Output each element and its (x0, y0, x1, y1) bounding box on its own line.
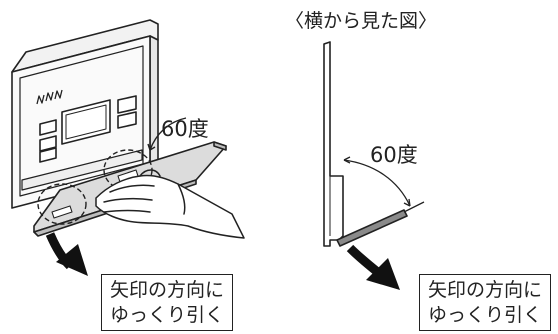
side-view-title: 〈横から見た図〉 (285, 10, 437, 32)
pull-direction-arrow-left (45, 232, 88, 276)
caption-box-left: 矢印の方向に ゆっくり引く (101, 274, 234, 331)
hinge-circle-left (37, 183, 87, 225)
angle-label-right: 60度 (370, 143, 418, 167)
brand-logo (36, 89, 63, 105)
controller-side-profile (323, 41, 344, 247)
hand-illustration (95, 169, 245, 239)
angle-indicator-left (147, 117, 187, 151)
caption-left-line1: 矢印の方向に (110, 279, 225, 301)
button-left-mid (39, 135, 57, 152)
pull-direction-arrow-right (346, 244, 400, 290)
button-left-top (39, 119, 57, 136)
button-right (117, 95, 137, 114)
angle-indicator-right (343, 156, 425, 213)
button-left-low (39, 147, 57, 163)
lcd-display (61, 99, 111, 145)
controller-side-view (323, 41, 408, 247)
caption-left-line2: ゆっくり引く (110, 304, 225, 326)
cover-side-bar (336, 209, 408, 247)
angle-label-left: 60度 (161, 117, 209, 141)
caption-right-line2: ゆっくり引く (428, 304, 543, 326)
caption-box-right: 矢印の方向に ゆっくり引く (419, 274, 552, 331)
caption-right-line1: 矢印の方向に (428, 279, 543, 301)
